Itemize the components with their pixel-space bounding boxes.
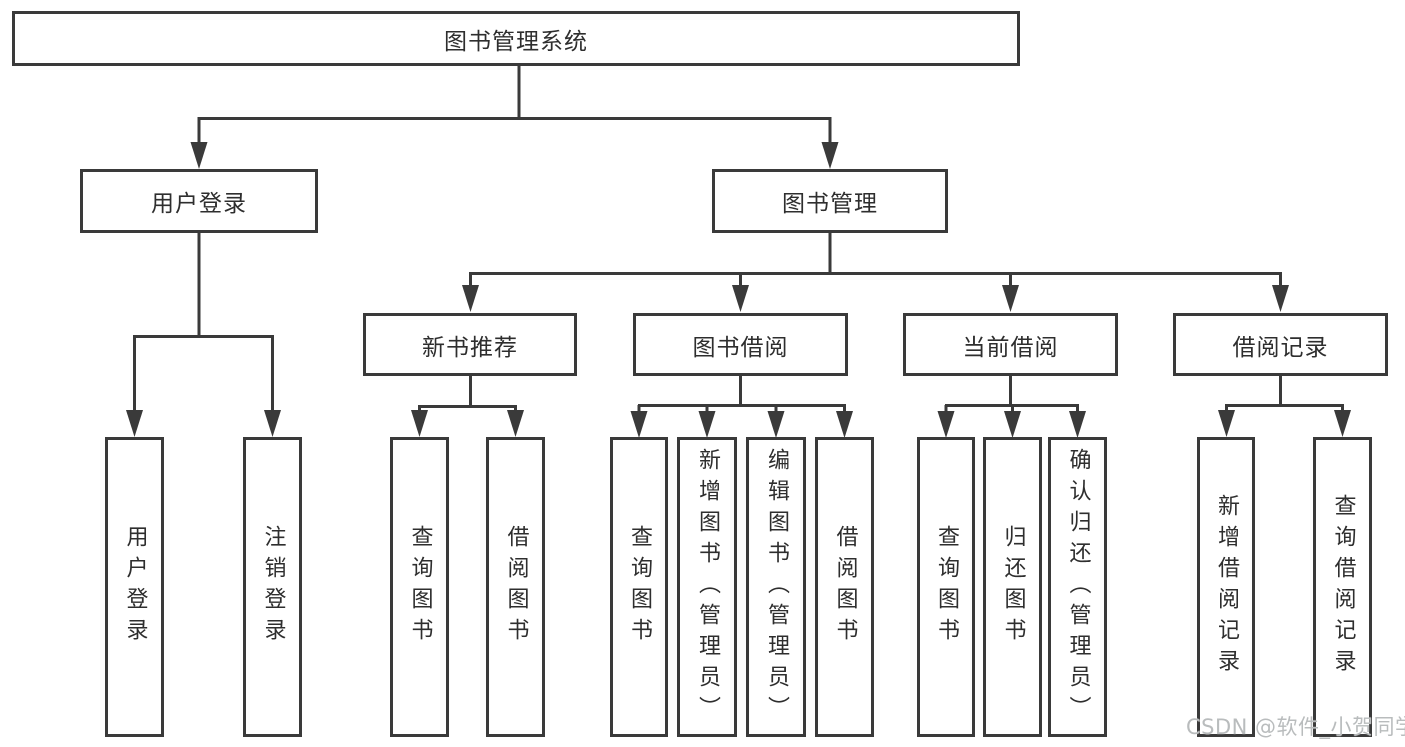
arrowhead-icon: [698, 411, 716, 438]
leaf-br-add-record: 新增借阅记录: [1197, 437, 1255, 737]
leaf-cb-confirm-return-admin-label: 确认归还（管理员）: [1065, 447, 1091, 727]
leaf-nb-borrow-books: 借阅图书: [486, 437, 545, 737]
arrowhead-icon: [767, 411, 785, 438]
leaf-bb-add-books-admin-label: 新增图书（管理员）: [695, 447, 720, 727]
leaf-bb-edit-books-admin: 编辑图书（管理员）: [746, 437, 806, 737]
arrowhead-icon: [462, 285, 479, 312]
arrowhead-icon: [411, 410, 428, 437]
leaf-cb-confirm-return-admin: 确认归还（管理员）: [1048, 437, 1107, 737]
leaf-logout-label: 注销登录: [260, 525, 286, 649]
leaf-cb-query-books: 查询图书: [917, 437, 975, 737]
watermark-text: CSDN @软件_小贺同学: [1186, 715, 1405, 739]
leaf-br-query-record: 查询借阅记录: [1313, 437, 1372, 737]
leaf-bb-borrow-books: 借阅图书: [815, 437, 874, 737]
arrowhead-icon: [732, 285, 749, 312]
leaf-bb-query-books-label: 查询图书: [627, 525, 652, 649]
node-borrow-records: 借阅记录: [1173, 313, 1388, 376]
arrowhead-icon: [1272, 285, 1289, 312]
leaf-br-query-record-label: 查询借阅记录: [1330, 494, 1356, 680]
leaf-nb-query-books: 查询图书: [390, 437, 449, 737]
leaf-br-add-record-label: 新增借阅记录: [1214, 494, 1239, 680]
node-user-login-label: 用户登录: [151, 191, 247, 217]
node-current-borrow: 当前借阅: [903, 313, 1118, 376]
node-root: 图书管理系统: [12, 11, 1020, 66]
node-new-book-recommend: 新书推荐: [363, 313, 577, 376]
arrowhead-icon: [1334, 410, 1351, 437]
arrowhead-icon: [937, 411, 955, 438]
arrowhead-icon: [821, 142, 839, 169]
arrowhead-icon: [190, 142, 208, 169]
leaf-nb-query-books-label: 查询图书: [407, 525, 433, 649]
arrowhead-icon: [507, 410, 524, 437]
arrowhead-icon: [126, 410, 143, 437]
arrowhead-icon: [1069, 411, 1086, 438]
leaf-bb-edit-books-admin-label: 编辑图书（管理员）: [764, 447, 789, 727]
leaf-user-login-label: 用户登录: [122, 525, 148, 649]
arrowhead-icon: [1002, 285, 1019, 312]
leaf-logout: 注销登录: [243, 437, 302, 737]
leaf-bb-add-books-admin: 新增图书（管理员）: [677, 437, 737, 737]
arrowhead-icon: [1004, 411, 1021, 438]
arrowhead-icon: [836, 411, 853, 438]
node-new-book-recommend-label: 新书推荐: [422, 334, 518, 361]
leaf-bb-borrow-books-label: 借阅图书: [832, 525, 858, 649]
node-current-borrow-label: 当前借阅: [962, 334, 1059, 361]
arrowhead-icon: [630, 411, 648, 438]
leaf-cb-return-books-label: 归还图书: [1000, 525, 1026, 649]
arrowhead-icon: [1218, 410, 1235, 437]
node-user-login: 用户登录: [80, 169, 318, 233]
node-book-borrow-label: 图书借阅: [692, 334, 789, 361]
leaf-user-login: 用户登录: [105, 437, 164, 737]
node-root-label: 图书管理系统: [444, 28, 588, 55]
leaf-cb-query-books-label: 查询图书: [934, 525, 959, 649]
node-book-management: 图书管理: [712, 169, 948, 233]
leaf-nb-borrow-books-label: 借阅图书: [503, 525, 529, 649]
leaf-bb-query-books: 查询图书: [610, 437, 668, 737]
node-book-management-label: 图书管理: [782, 191, 878, 217]
node-borrow-records-label: 借阅记录: [1232, 334, 1329, 361]
leaf-cb-return-books: 归还图书: [983, 437, 1042, 737]
node-book-borrow: 图书借阅: [633, 313, 848, 376]
arrowhead-icon: [264, 410, 281, 437]
